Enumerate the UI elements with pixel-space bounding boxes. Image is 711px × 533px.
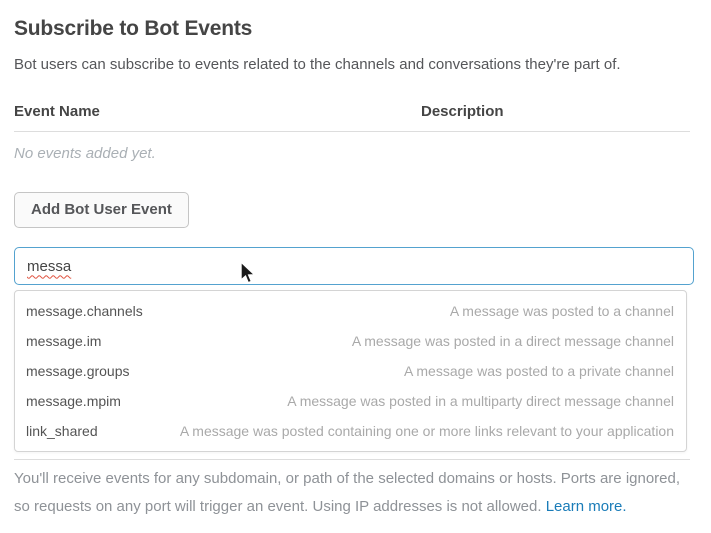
event-name: message.mpim: [26, 393, 121, 409]
event-name: message.channels: [26, 303, 143, 319]
column-header-event-name: Event Name: [14, 103, 100, 120]
dropdown-item-message-mpim[interactable]: message.mpim A message was posted in a m…: [15, 386, 686, 416]
search-input-value: messa: [27, 257, 72, 275]
table-header-divider: [14, 131, 690, 132]
bot-event-search-input[interactable]: messa: [14, 247, 694, 285]
event-description: A message was posted containing one or m…: [179, 423, 674, 439]
event-description: A message was posted in a direct message…: [351, 333, 674, 349]
events-table-header: Event Name Description: [14, 103, 690, 120]
event-name: link_shared: [26, 423, 98, 439]
event-description: A message was posted in a multiparty dir…: [287, 393, 674, 409]
dropdown-item-link-shared[interactable]: link_shared A message was posted contain…: [15, 416, 686, 446]
add-bot-user-event-button[interactable]: Add Bot User Event: [14, 192, 189, 228]
page-subtitle: Bot users can subscribe to events relate…: [14, 56, 621, 73]
dropdown-item-message-im[interactable]: message.im A message was posted in a dir…: [15, 326, 686, 356]
event-name: message.im: [26, 333, 102, 349]
learn-more-link[interactable]: Learn more.: [545, 498, 627, 515]
event-suggestions-dropdown: message.channels A message was posted to…: [14, 290, 687, 452]
empty-events-message: No events added yet.: [14, 145, 156, 162]
event-description: A message was posted to a channel: [449, 303, 674, 319]
event-description: A message was posted to a private channe…: [403, 363, 674, 379]
dropdown-item-message-groups[interactable]: message.groups A message was posted to a…: [15, 356, 686, 386]
dropdown-item-message-channels[interactable]: message.channels A message was posted to…: [15, 296, 686, 326]
subdomain-note: You'll receive events for any subdomain,…: [14, 465, 684, 521]
section-divider: [14, 459, 690, 460]
page-title: Subscribe to Bot Events: [14, 17, 253, 40]
column-header-description: Description: [421, 103, 504, 120]
subdomain-note-text: You'll receive events for any subdomain,…: [14, 470, 681, 515]
event-name: message.groups: [26, 363, 130, 379]
